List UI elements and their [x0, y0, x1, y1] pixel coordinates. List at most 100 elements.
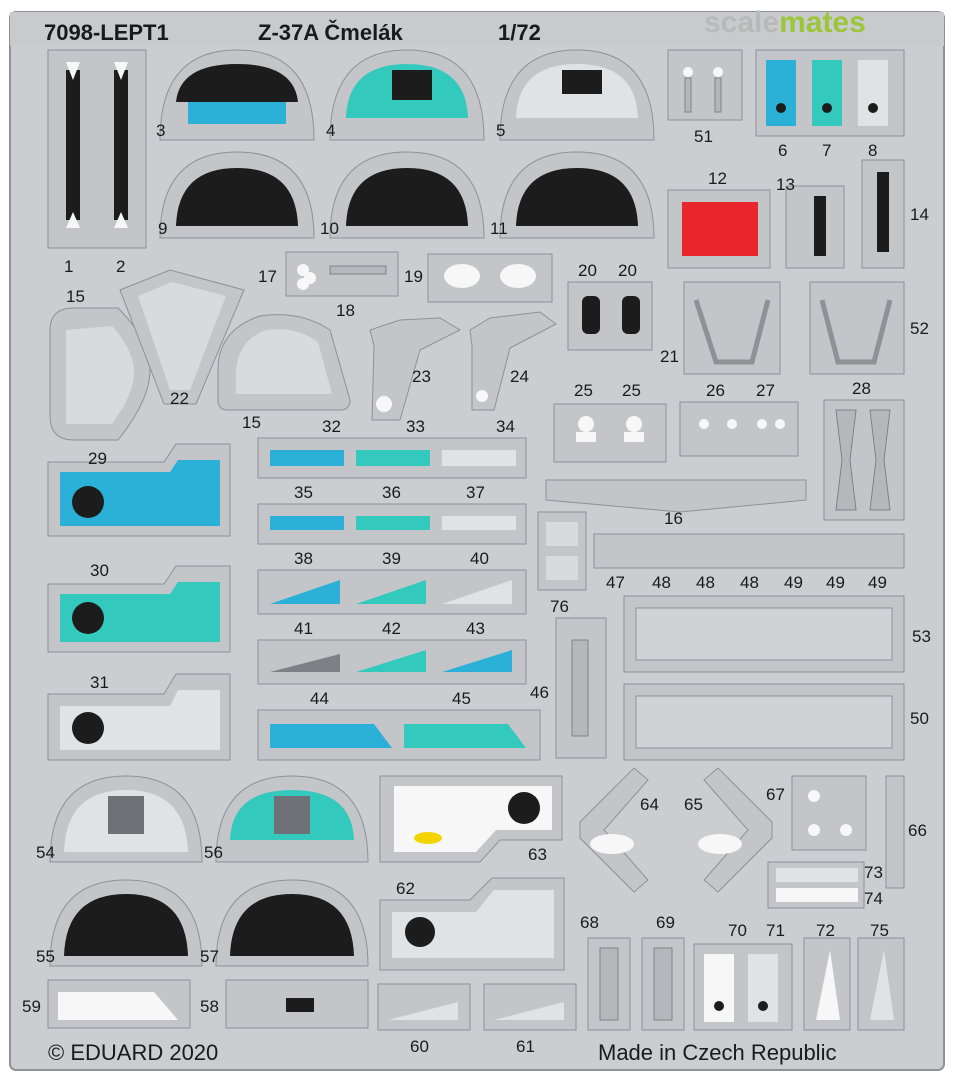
part-70-71-panels [693, 943, 793, 1031]
part-66-strip [885, 775, 905, 889]
part-14-harness [861, 159, 905, 269]
part-label: 69 [656, 913, 675, 932]
part-label: 74 [864, 889, 883, 908]
part-label: 32 [322, 417, 341, 436]
part-label: 66 [908, 821, 927, 840]
copyright: © EDUARD 2020 [48, 1040, 218, 1065]
part-62-side-panel-light [379, 877, 565, 971]
part-60-wedge [377, 983, 471, 1031]
part-label: 34 [496, 417, 515, 436]
part-label: 44 [310, 689, 329, 708]
part-26-27-fittings [679, 401, 799, 457]
part-label: 51 [694, 127, 713, 146]
part-label: 16 [664, 509, 683, 528]
part-label: 40 [470, 549, 489, 568]
part-22-windscreen-frame [119, 269, 245, 405]
part-63-white-panel [379, 775, 563, 863]
part-label: 48 [696, 573, 715, 592]
part-label: 19 [404, 267, 423, 286]
part-58-strip [225, 979, 369, 1029]
part-54-instrument-panel-light [49, 775, 203, 863]
part-label: 42 [382, 619, 401, 638]
part-label: 56 [204, 843, 223, 862]
part-label: 18 [336, 301, 355, 320]
part-label: 72 [816, 921, 835, 940]
part-label: 67 [766, 785, 785, 804]
part-1-2-seatbelts [47, 49, 147, 249]
part-label: 5 [496, 121, 505, 140]
part-label: 29 [88, 449, 107, 468]
part-label: 36 [382, 483, 401, 502]
part-4-instrument-panel-teal [329, 49, 485, 141]
part-label: 10 [320, 219, 339, 238]
part-label: 62 [396, 879, 415, 898]
part-19-vents [427, 253, 553, 303]
part-label: 33 [406, 417, 425, 436]
part-52-frame [809, 281, 905, 375]
part-68-comb [587, 937, 631, 1031]
part-10-instrument-panel-black [329, 151, 485, 239]
part-label: 48 [652, 573, 671, 592]
part-label: 6 [778, 141, 787, 160]
part-label: 24 [510, 367, 529, 386]
part-label: 25 [622, 381, 641, 400]
part-59-strip [47, 979, 191, 1029]
part-label: 49 [784, 573, 803, 592]
part-label: 71 [766, 921, 785, 940]
part-label: 39 [382, 549, 401, 568]
part-label: 15 [242, 413, 261, 432]
part-label: 54 [36, 843, 55, 862]
part-24-lever [469, 311, 557, 411]
part-51-brackets [667, 49, 743, 121]
part-label: 60 [410, 1037, 429, 1056]
part-65-intake [698, 767, 773, 893]
part-label: 37 [466, 483, 485, 502]
part-label: 11 [490, 219, 508, 238]
watermark-part2: mates [779, 6, 866, 39]
part-label: 4 [326, 121, 335, 140]
part-57-instrument-panel-black [215, 879, 369, 967]
part-label: 38 [294, 549, 313, 568]
part-16-bar [545, 479, 807, 513]
part-label: 23 [412, 367, 431, 386]
part-label: 68 [580, 913, 599, 932]
part-55-instrument-panel-black [49, 879, 203, 967]
part-label: 55 [36, 947, 55, 966]
part-44-45-strips [257, 709, 541, 761]
part-label: 65 [684, 795, 703, 814]
part-61-wedge [483, 983, 577, 1031]
part-label: 48 [740, 573, 759, 592]
part-number-labels: 1 2 3 4 5 6 7 8 9 10 11 12 13 14 15 15 1… [22, 121, 931, 1056]
part-label: 17 [258, 267, 277, 286]
part-64-intake [579, 767, 649, 893]
part-15-frame-second [217, 314, 351, 411]
part-72-strip [803, 937, 851, 1031]
part-label: 21 [660, 347, 679, 366]
part-label: 63 [528, 845, 547, 864]
part-56-instrument-panel-teal [215, 775, 369, 863]
part-23-lever [369, 317, 462, 421]
part-35-36-37-strips [257, 503, 527, 545]
part-5-instrument-panel-light [499, 49, 655, 141]
part-label: 14 [910, 205, 929, 224]
part-label: 25 [574, 381, 593, 400]
part-label: 49 [826, 573, 845, 592]
part-label: 7 [822, 141, 831, 160]
part-label: 47 [606, 573, 625, 592]
part-label: 53 [912, 627, 931, 646]
part-47-48-49-clips [593, 533, 905, 569]
part-53-grille [623, 595, 905, 673]
part-label: 35 [294, 483, 313, 502]
part-label: 1 [64, 257, 73, 276]
part-label: 8 [868, 141, 877, 160]
part-label: 15 [66, 287, 85, 306]
part-label: 45 [452, 689, 471, 708]
part-69-comb [641, 937, 685, 1031]
part-label: 9 [158, 219, 167, 238]
part-label: 73 [864, 863, 883, 882]
part-label: 31 [90, 673, 109, 692]
part-3-instrument-panel-blue [159, 49, 315, 141]
fret-header-band [10, 12, 944, 46]
part-25-fittings [553, 403, 667, 463]
part-20-pedals [567, 281, 653, 351]
